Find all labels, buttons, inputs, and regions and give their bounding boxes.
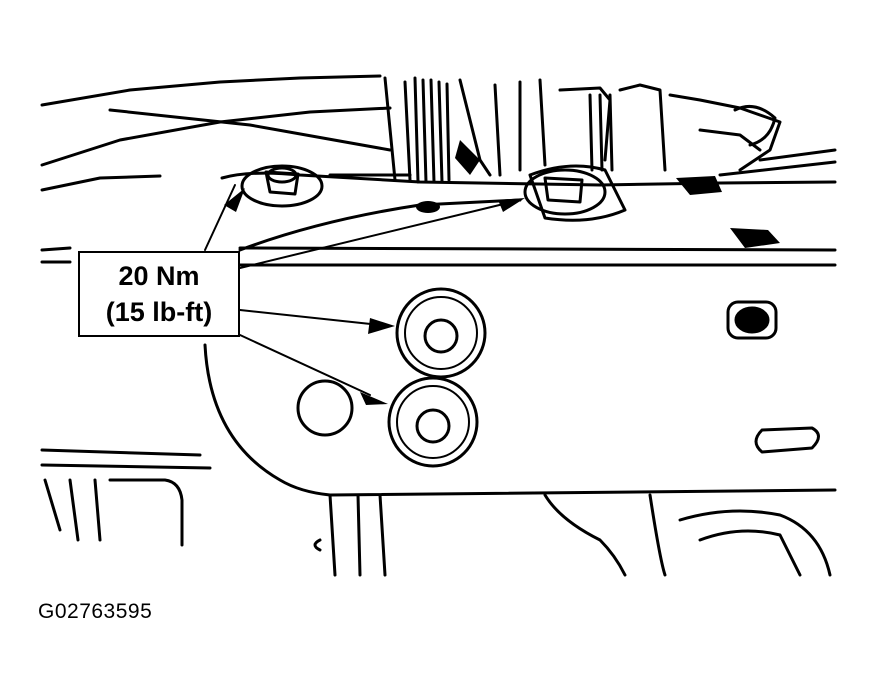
clip-feature — [676, 176, 722, 195]
lower-bolt — [387, 376, 479, 468]
leader-lines — [204, 184, 521, 396]
upper-left-bolt-boss — [240, 164, 324, 208]
small-hole — [416, 201, 440, 213]
center-bolt — [395, 287, 487, 379]
bracket-hole — [296, 379, 354, 437]
upper-center-bolt-boss — [523, 164, 627, 222]
torque-callout: 20 Nm (15 lb-ft) — [78, 251, 240, 337]
arrow-head-upper-center — [498, 198, 525, 212]
engine-components-top — [40, 74, 837, 192]
mounting-bracket — [40, 171, 837, 497]
torque-metric-label: 20 Nm — [118, 261, 200, 291]
tab-feature — [730, 228, 780, 248]
square-plug — [726, 300, 778, 340]
arrow-head-center — [368, 318, 395, 334]
slot-opening — [754, 426, 820, 454]
lower-frame — [43, 478, 832, 577]
arrow-head-upper-left — [224, 188, 245, 212]
figure-id: G02763595 — [38, 600, 153, 623]
arrow-head-lower — [360, 392, 388, 405]
torque-imperial-label: (15 lb-ft) — [105, 297, 213, 327]
